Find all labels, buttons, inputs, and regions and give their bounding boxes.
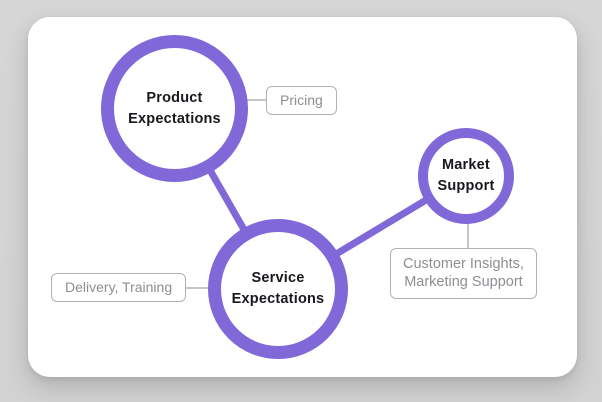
node-market-support[interactable]: Market Support — [418, 128, 514, 224]
tag-label-line: Delivery, Training — [65, 279, 173, 295]
node-label-line: Expectations — [128, 110, 221, 127]
tag-label-line: Customer Insights, — [403, 256, 524, 272]
node-label: Product Expectations — [128, 88, 221, 130]
tag-delivery-training[interactable]: Delivery, Training — [51, 273, 187, 302]
node-label-line: Expectations — [231, 291, 325, 307]
tag-pricing[interactable]: Pricing — [266, 86, 337, 115]
node-product-expectations[interactable]: Product Expectations — [101, 35, 248, 182]
tag-customer-insights-marketing-support[interactable]: Customer Insights, Marketing Support — [390, 248, 537, 299]
node-label: Service Expectations — [232, 268, 325, 310]
node-label-line: Support — [437, 178, 495, 194]
node-service-expectations[interactable]: Service Expectations — [208, 219, 348, 359]
tag-label-line: Pricing — [280, 92, 323, 108]
node-label: Market Support — [438, 155, 495, 197]
mindmap-card: Product Expectations Service Expectation… — [28, 17, 577, 377]
tag-label-line: Marketing Support — [404, 273, 523, 290]
node-label-line: Product — [146, 89, 203, 106]
node-label-line: Market — [442, 157, 490, 173]
node-label-line: Service — [251, 270, 305, 286]
